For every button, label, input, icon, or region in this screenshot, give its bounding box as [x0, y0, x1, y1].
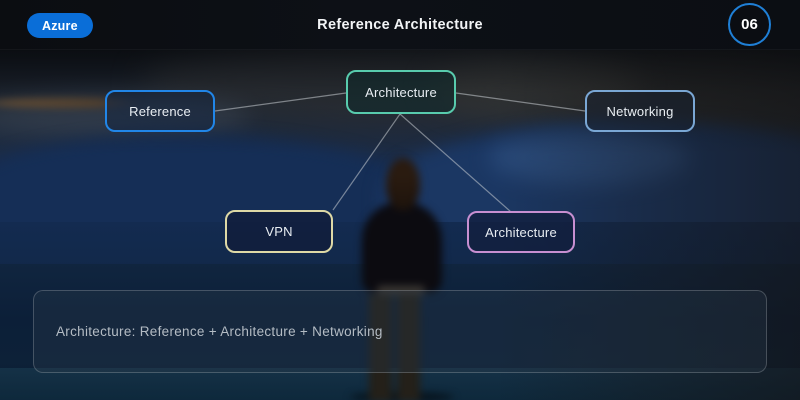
header-bar: Azure Reference Architecture 06 — [0, 0, 800, 50]
node-architecture-top[interactable]: Architecture — [346, 70, 456, 114]
page-title: Reference Architecture — [317, 16, 483, 33]
node-reference[interactable]: Reference — [105, 90, 215, 132]
node-networking[interactable]: Networking — [585, 90, 695, 132]
formula-panel: Architecture: Reference + Architecture +… — [33, 290, 767, 373]
node-architecture-bottom[interactable]: Architecture — [467, 211, 575, 253]
edge-architecture-architecture — [399, 113, 512, 213]
slide-number-badge: 06 — [728, 3, 771, 46]
node-vpn[interactable]: VPN — [225, 210, 333, 253]
background-photo — [0, 50, 800, 400]
formula-text: Architecture: Reference + Architecture +… — [56, 324, 383, 339]
edge-architecture-networking — [455, 92, 586, 112]
edge-architecture-vpn — [332, 113, 401, 211]
azure-brand-button[interactable]: Azure — [27, 13, 93, 38]
edge-reference-architecture — [214, 92, 347, 112]
